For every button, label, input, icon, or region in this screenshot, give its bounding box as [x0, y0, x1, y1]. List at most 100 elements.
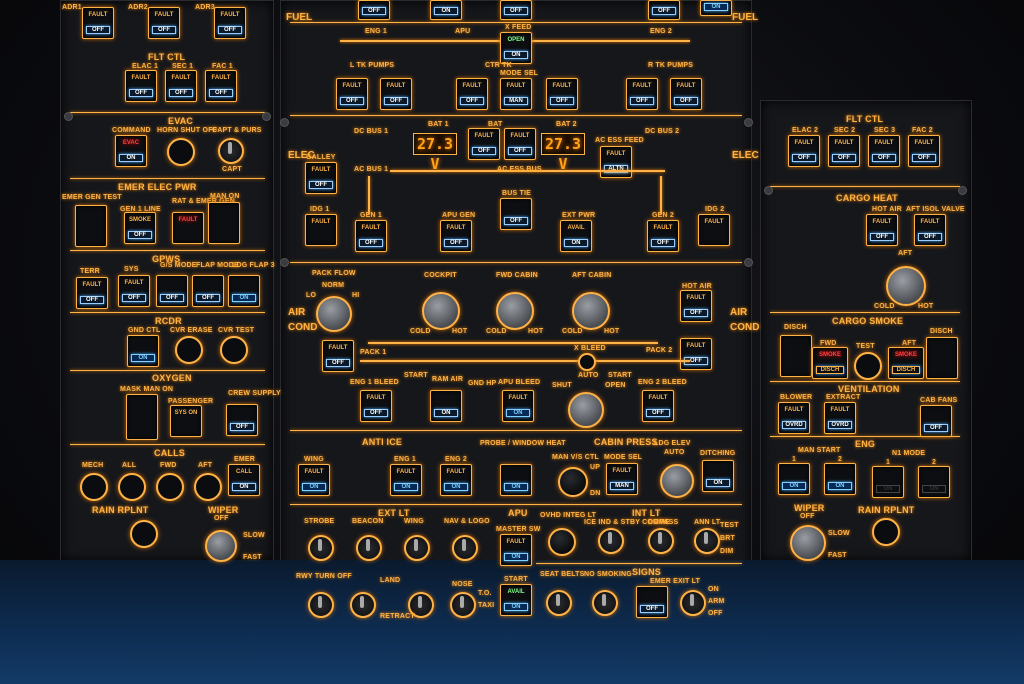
no-smoking-switch[interactable] — [592, 590, 618, 616]
man-start-1-button[interactable]: ON — [778, 463, 810, 495]
cargo-disch-aft-button[interactable] — [926, 337, 958, 379]
gpws-flap-mode-button[interactable]: OFF — [192, 275, 224, 307]
call-aft-button[interactable] — [194, 473, 222, 501]
ann-lt-switch[interactable] — [694, 528, 720, 554]
land-left-switch[interactable] — [350, 592, 376, 618]
man-on-button[interactable] — [208, 202, 240, 244]
wing-lt-switch[interactable] — [404, 535, 430, 561]
fuel-top-button-3[interactable]: OFF — [500, 0, 532, 20]
cargo-heat-aft-selector[interactable] — [886, 266, 926, 306]
rain-rplnt-left-button[interactable] — [130, 520, 158, 548]
gnd-ctl-button[interactable]: ON — [127, 335, 159, 367]
idg2-button[interactable]: FAULT — [698, 214, 730, 246]
man-vs-ctl-switch[interactable] — [558, 467, 588, 497]
wiper-left-selector[interactable] — [205, 530, 237, 562]
nose-switch[interactable] — [450, 592, 476, 618]
emer-gen-test-button[interactable] — [75, 205, 107, 247]
call-fwd-button[interactable] — [156, 473, 184, 501]
emer-exit-lt-button[interactable]: OFF — [636, 586, 668, 618]
land-right-switch[interactable] — [408, 592, 434, 618]
n1-mode-1-button[interactable]: ON — [872, 466, 904, 498]
cockpit-temp-selector[interactable] — [422, 292, 460, 330]
beacon-switch[interactable] — [356, 535, 382, 561]
cargo-smoke-test-button[interactable] — [854, 352, 882, 380]
mask-man-on-button[interactable] — [126, 394, 158, 440]
n1-mode-2-button[interactable]: ON — [918, 466, 950, 498]
bus-tie-button[interactable]: OFF — [500, 198, 532, 230]
idg1-button[interactable]: FAULT — [305, 214, 337, 246]
horn-shutoff-button[interactable] — [167, 138, 195, 166]
pack-flow-selector[interactable] — [316, 296, 352, 332]
cab-fans-button[interactable]: OFF — [920, 405, 952, 437]
fuel-top-button-1[interactable]: OFF — [358, 0, 390, 20]
cargo-disch-fwd-button[interactable] — [780, 335, 812, 377]
fwd-cabin-temp-selector[interactable] — [496, 292, 534, 330]
ram-air-button[interactable]: ON — [430, 390, 462, 422]
rat-emer-gen-button[interactable]: FAULT — [172, 212, 204, 244]
probe-window-heat-button[interactable]: ON — [500, 464, 532, 496]
man-start-2-button[interactable]: ON — [824, 463, 856, 495]
cvr-test-button[interactable] — [220, 336, 248, 364]
rwy-turnoff-switch[interactable] — [308, 592, 334, 618]
aft-cabin-temp-selector[interactable] — [572, 292, 610, 330]
emer-exit-lt-switch[interactable] — [680, 590, 706, 616]
ice-ind-switch[interactable] — [598, 528, 624, 554]
ldg-elev-selector[interactable] — [660, 464, 694, 498]
fuel-top-button-4[interactable]: OFF — [648, 0, 680, 20]
rain-rplnt-right-button[interactable] — [872, 518, 900, 546]
passenger-button[interactable]: SYS ON — [170, 405, 202, 437]
call-mech-button[interactable] — [80, 473, 108, 501]
gpws-ldg-flap3-button[interactable]: ON — [228, 275, 260, 307]
nav-logo-switch[interactable] — [452, 535, 478, 561]
crew-supply-button[interactable]: OFF — [226, 404, 258, 436]
gpws-gs-mode-button[interactable]: OFF — [156, 275, 188, 307]
strobe-switch[interactable] — [308, 535, 334, 561]
dome-switch[interactable] — [648, 528, 674, 554]
ovhd-integ-lt-knob[interactable] — [548, 528, 576, 556]
fuel-top-button-2[interactable]: ON — [430, 0, 462, 20]
call-all-button[interactable] — [118, 473, 146, 501]
seat-belts-switch[interactable] — [546, 590, 572, 616]
